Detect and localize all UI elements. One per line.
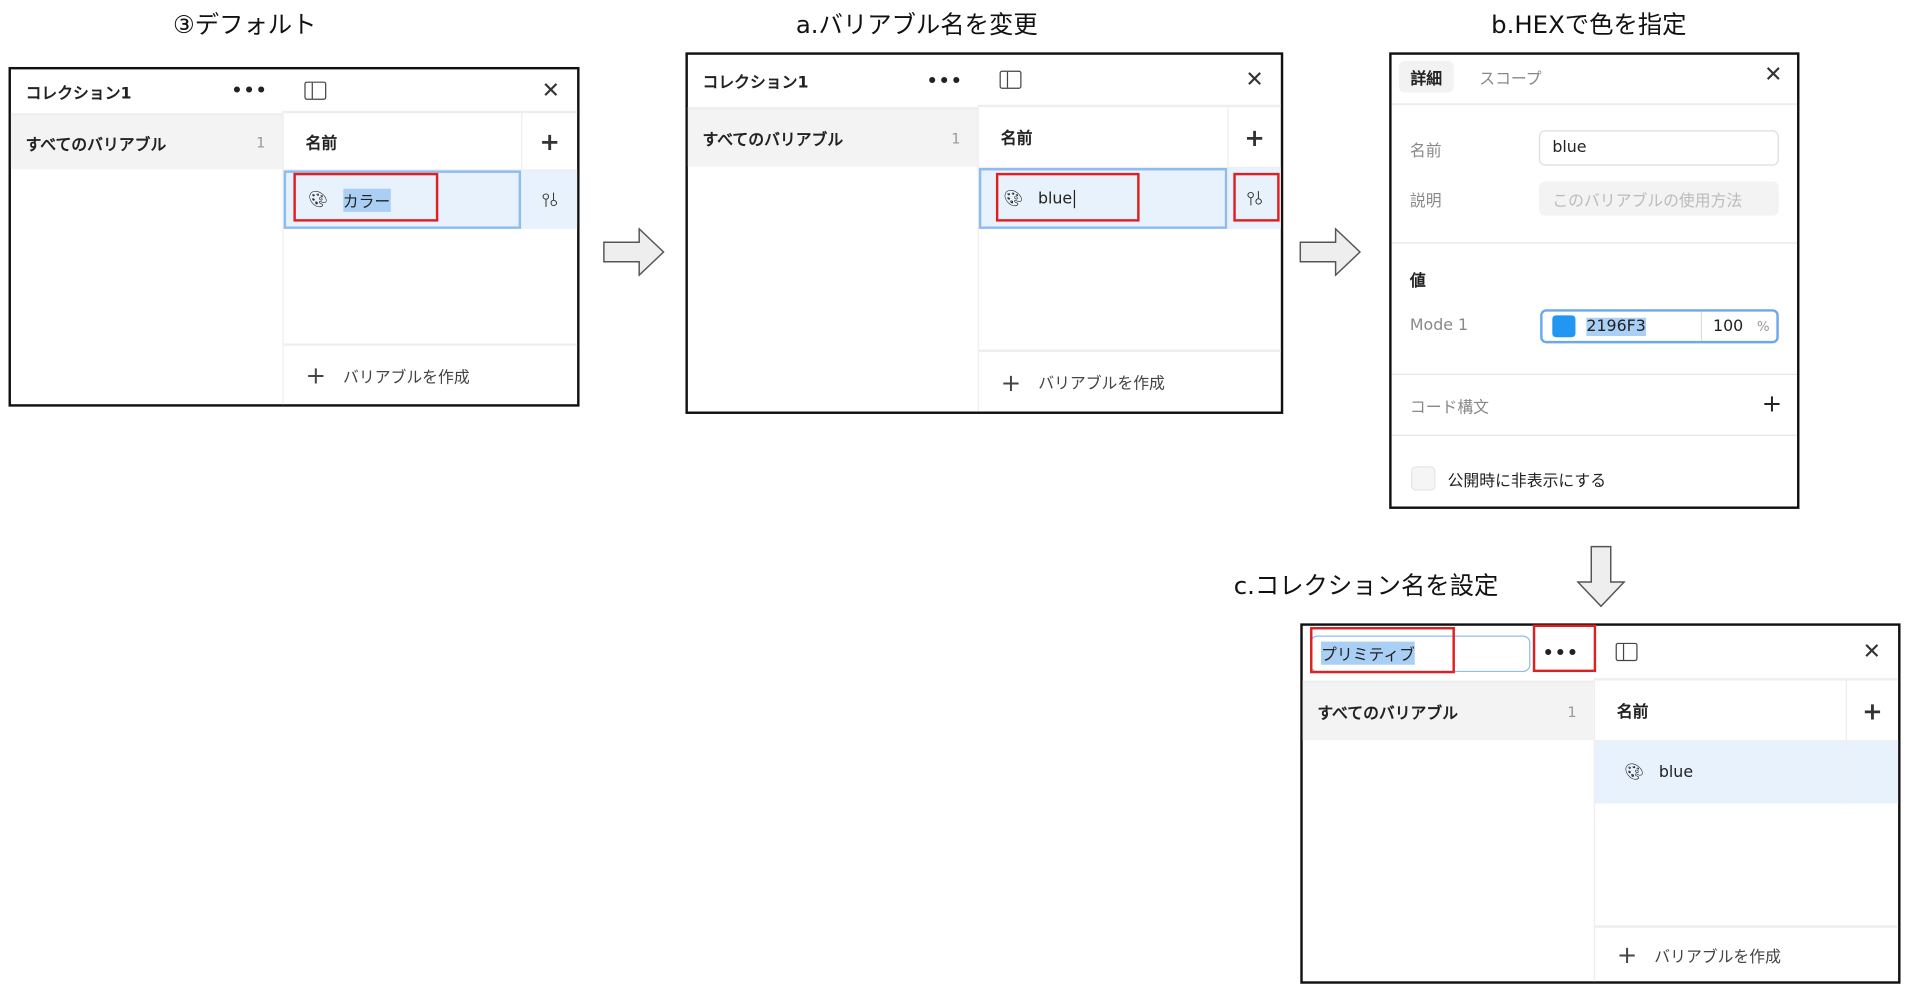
name-value: blue (1552, 138, 1587, 158)
step-title-default: ③デフォルト (172, 9, 317, 39)
highlight-box (995, 172, 1140, 222)
percent-label: % (1756, 318, 1770, 335)
variable-detail-panel: 詳細 スコープ ✕ 名前 blue 説明 このバリアブルの使用方法 値 Mode… (1389, 52, 1800, 509)
variable-count: 1 (1567, 703, 1577, 721)
create-variable-button[interactable]: + バリアブルを作成 (1594, 925, 1899, 981)
add-column-button[interactable]: + (521, 113, 577, 170)
palette-icon: 🎨︎ (1624, 763, 1645, 782)
all-variables-item[interactable]: すべてのバリアブル 1 (10, 113, 283, 170)
all-variables-label: すべてのバリアブル (1317, 704, 1459, 724)
variable-count: 1 (256, 133, 266, 151)
hide-on-publish-label: 公開時に非表示にする (1447, 472, 1607, 491)
step-title-hex: b.HEXで色を指定 (1491, 9, 1687, 39)
hex-input[interactable]: 2196F3 (1586, 317, 1646, 336)
variable-actions-cell (1845, 741, 1898, 804)
create-variable-label: バリアブルを作成 (1038, 374, 1165, 394)
add-code-syntax-button[interactable]: + (1761, 388, 1783, 418)
arrow-right-icon (1299, 227, 1362, 277)
opacity-input[interactable]: 100 (1713, 317, 1744, 336)
all-variables-label: すべてのバリアブル (702, 131, 844, 150)
mode-label: Mode 1 (1409, 316, 1469, 335)
variables-panel-rename: コレクション1 ••• ✕ すべてのバリアブル 1 名前 + 🎨︎ blue ⫯⫰ + バリ… (685, 52, 1284, 414)
variables-panel-collection: プリミティブ ••• ✕ すべてのバリアブル 1 名前 + 🎨︎ blue + バリアブル… (1300, 623, 1901, 984)
arrow-down-icon (1576, 545, 1626, 608)
create-variable-button[interactable]: + バリアブルを作成 (978, 349, 1281, 411)
more-icon[interactable]: ••• (231, 81, 268, 102)
color-swatch[interactable] (1552, 315, 1576, 338)
edit-variable-sliders-icon[interactable]: ⫯⫰ (1227, 168, 1281, 229)
name-input[interactable]: blue (1538, 130, 1779, 166)
sidebar-toggle-icon[interactable] (999, 70, 1022, 89)
add-column-button[interactable]: + (1227, 107, 1281, 167)
highlight-box (1310, 627, 1455, 674)
all-variables-item[interactable]: すべてのバリアブル 1 (1302, 680, 1594, 741)
highlight-box (293, 172, 439, 222)
plus-icon: + (305, 360, 327, 390)
create-variable-label: バリアブルを作成 (1654, 947, 1781, 967)
all-variables-label: すべてのバリアブル (25, 135, 167, 155)
collection-name[interactable]: コレクション1 (25, 84, 132, 103)
color-value-input[interactable]: 2196F3 100 % (1540, 309, 1779, 344)
name-label: 名前 (1409, 142, 1442, 161)
description-label: 説明 (1409, 192, 1442, 211)
palette-icon: 🎨︎ (1003, 189, 1024, 208)
more-icon[interactable]: ••• (1542, 643, 1580, 663)
collection-name-value: プリミティブ (1320, 641, 1416, 665)
plus-icon: + (1616, 939, 1638, 970)
arrow-right-icon (603, 227, 665, 277)
highlight-box (1233, 172, 1280, 222)
tab-scope[interactable]: スコープ (1479, 70, 1542, 89)
variables-panel-default: コレクション1 ••• ✕ すべてのバリアブル 1 名前 + 🎨︎ カラー ⫯⫰ + バリア… (8, 66, 580, 407)
variable-name: blue (1658, 763, 1694, 782)
name-column-header: 名前 (1616, 703, 1649, 722)
more-icon[interactable]: ••• (926, 71, 964, 91)
close-icon[interactable]: ✕ (1862, 639, 1882, 665)
sidebar-toggle-icon[interactable] (304, 80, 327, 100)
variable-name-input[interactable]: カラー (342, 188, 391, 212)
name-column-header: 名前 (305, 134, 338, 153)
variable-name-input[interactable]: blue (1038, 189, 1075, 208)
collection-name-input[interactable]: プリミティブ (1310, 634, 1531, 672)
highlight-box (1532, 624, 1597, 673)
value-heading: 値 (1409, 272, 1426, 291)
tab-details-label: 詳細 (1410, 70, 1443, 89)
collection-name[interactable]: コレクション1 (702, 74, 809, 93)
create-variable-button[interactable]: + バリアブルを作成 (283, 343, 578, 404)
step-title-rename: a.バリアブル名を変更 (795, 9, 1038, 39)
variable-row[interactable]: 🎨︎ blue (1594, 741, 1899, 804)
sidebar-toggle-icon[interactable] (1615, 642, 1638, 662)
variable-count: 1 (951, 129, 961, 147)
description-input[interactable]: このバリアブルの使用方法 (1538, 181, 1779, 216)
tab-details[interactable]: 詳細 (1398, 60, 1454, 93)
description-placeholder: このバリアブルの使用方法 (1552, 191, 1743, 211)
close-icon[interactable]: ✕ (1764, 62, 1783, 88)
create-variable-label: バリアブルを作成 (343, 368, 470, 387)
palette-icon: 🎨︎ (308, 190, 329, 209)
code-syntax-label: コード構文 (1409, 399, 1490, 418)
edit-variable-sliders-icon[interactable]: ⫯⫰ (521, 170, 577, 229)
hide-on-publish-checkbox[interactable] (1411, 466, 1436, 491)
step-title-collection: c.コレクション名を設定 (1233, 571, 1499, 601)
close-icon[interactable]: ✕ (541, 77, 561, 103)
close-icon[interactable]: ✕ (1245, 66, 1264, 93)
variable-row[interactable]: 🎨︎ blue ⫯⫰ (978, 168, 1281, 229)
all-variables-item[interactable]: すべてのバリアブル 1 (687, 107, 978, 167)
add-column-button[interactable]: + (1845, 680, 1898, 741)
plus-icon: + (1000, 367, 1022, 397)
name-column-header: 名前 (1000, 130, 1033, 149)
